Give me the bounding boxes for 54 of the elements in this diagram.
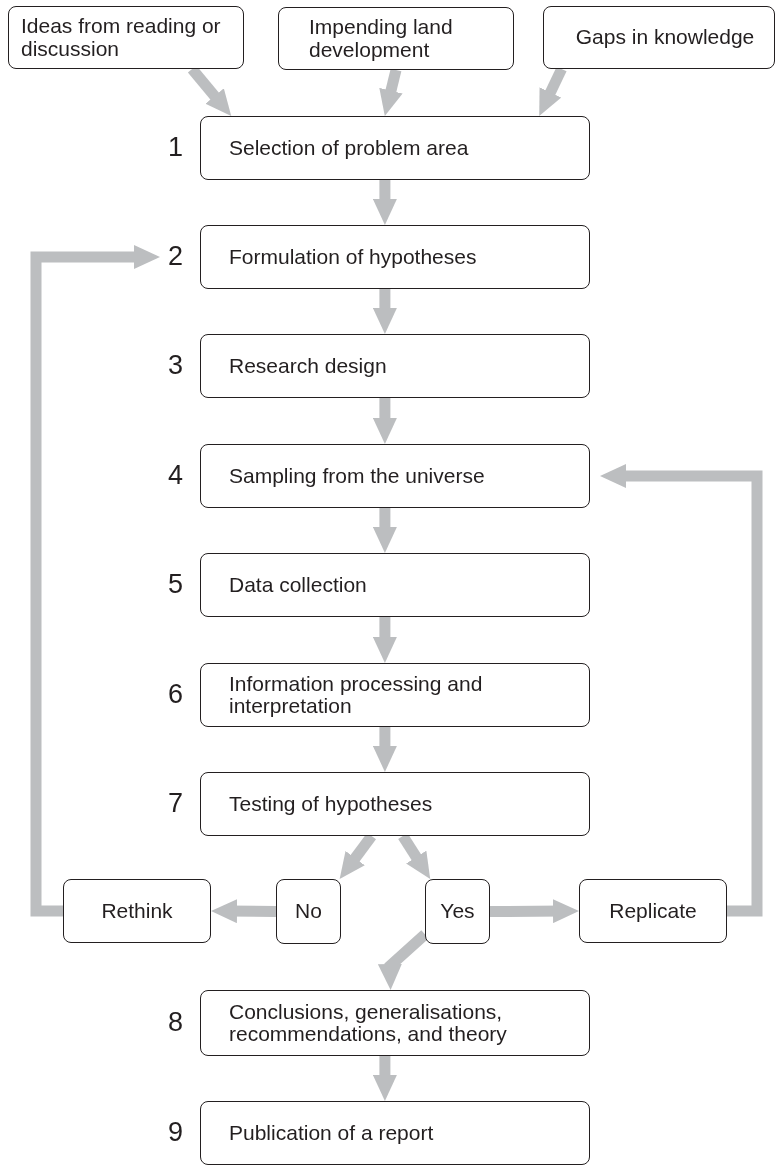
arrow [372, 180, 397, 225]
process-box [200, 334, 590, 398]
arrow [372, 398, 397, 444]
step-number: 2 [168, 243, 184, 270]
arrow [372, 1056, 397, 1101]
process-box [63, 879, 211, 943]
process-box [200, 116, 590, 180]
box-label: Replicate [609, 899, 697, 922]
box-label: Ideas from reading or discussion [21, 15, 222, 60]
box-label: Selection of problem area [229, 136, 469, 159]
process-box [200, 772, 590, 836]
box-label: Research design [229, 354, 387, 377]
box-label: Conclusions, generalisations, recommendations, and theory [229, 1000, 508, 1046]
arrow [372, 727, 397, 772]
process-box [276, 879, 341, 944]
arrow [377, 930, 429, 990]
process-box [278, 7, 514, 70]
box-label: Data collection [229, 573, 367, 596]
process-box [200, 553, 590, 617]
process-box [579, 879, 727, 943]
process-box [200, 225, 590, 289]
step-number: 1 [168, 134, 184, 161]
arrow [379, 68, 403, 116]
step-number: 8 [168, 1009, 184, 1036]
box-label: Gaps in knowledge [575, 26, 755, 49]
box-label: Information processing and interpretation [229, 672, 484, 718]
step-number: 7 [168, 790, 184, 817]
step-number: 9 [168, 1119, 184, 1146]
box-label: Sampling from the universe [229, 464, 485, 487]
arrow [372, 289, 397, 334]
box-label: Testing of hypotheses [229, 792, 433, 815]
step-number: 5 [168, 571, 184, 598]
arrow [600, 464, 763, 917]
process-box [543, 6, 775, 69]
process-box [200, 990, 590, 1056]
box-label: Rethink [101, 899, 173, 922]
step-number: 3 [168, 352, 184, 379]
process-box [425, 879, 490, 944]
arrow [30, 245, 160, 917]
box-label: Publication of a report [229, 1121, 434, 1144]
process-box [200, 663, 590, 727]
step-number: 4 [168, 462, 184, 489]
process-box [200, 1101, 590, 1165]
process-box [200, 444, 590, 508]
box-label: Yes [440, 900, 475, 923]
arrow [372, 617, 397, 663]
arrow [489, 899, 579, 924]
process-box [8, 6, 244, 69]
arrow [372, 508, 397, 553]
step-number: 6 [168, 681, 184, 708]
arrow [211, 899, 277, 924]
box-label: Impending land development [309, 16, 454, 61]
box-label: No [295, 900, 322, 923]
box-label: Formulation of hypotheses [229, 245, 477, 268]
